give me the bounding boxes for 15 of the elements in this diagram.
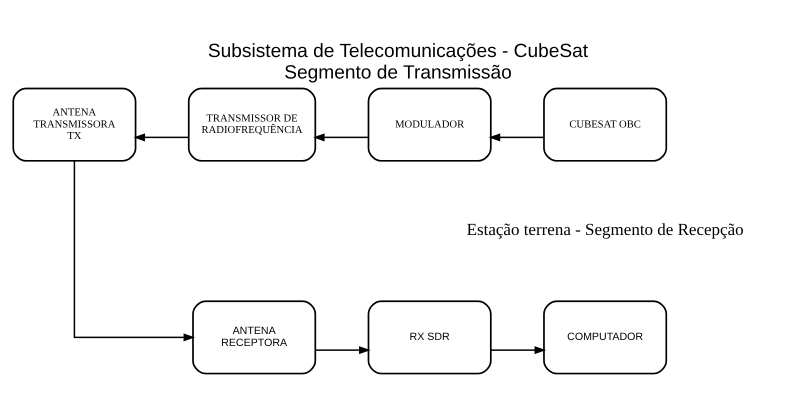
diagram-title: Subsistema de Telecomunicações - CubeSat Segmento de Transmissão	[207, 40, 588, 83]
node-box: MODULADOR	[367, 87, 492, 162]
label: Estação terrena - Segmento de Recepção	[466, 220, 744, 239]
arrow	[490, 346, 546, 354]
node-box: ANTENA TRANSMISSORA TX	[12, 87, 136, 162]
arrow	[73, 160, 195, 341]
arrow	[315, 346, 370, 354]
node-box: ANTENA RECEPTORA	[192, 300, 316, 374]
node-box: TRANSMISSOR DE RADIOFREQUÊNCIA	[187, 87, 316, 162]
node-box: RX SDR	[367, 300, 492, 374]
node-box: CUBESAT OBC	[542, 87, 667, 162]
arrow	[133, 132, 188, 141]
arrow	[488, 132, 544, 141]
arrow	[312, 132, 368, 141]
node-box: COMPUTADOR	[542, 300, 667, 374]
